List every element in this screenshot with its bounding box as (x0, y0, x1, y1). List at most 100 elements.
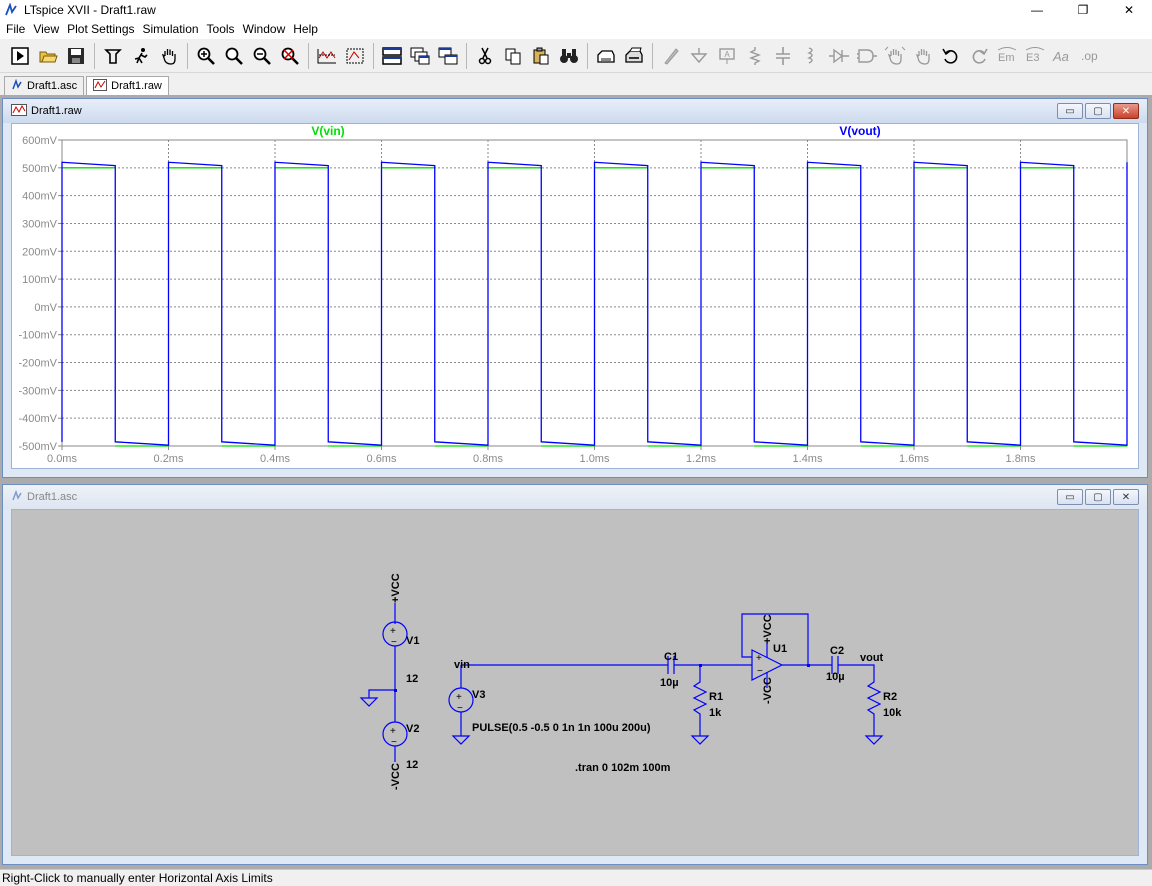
svg-text:E3: E3 (1026, 52, 1039, 64)
toolbar-separator (587, 42, 588, 69)
menu-plot-settings[interactable]: Plot Settings (67, 22, 135, 36)
wire (368, 689, 395, 698)
x-tick-label: 0.0ms (47, 453, 77, 465)
pan-hand-icon[interactable] (156, 43, 182, 69)
y-tick-label: 200mV (22, 246, 58, 258)
capacitor-icon[interactable] (770, 43, 796, 69)
source-minus-sign: − (457, 703, 463, 714)
diode-icon[interactable] (826, 43, 852, 69)
menu-bar: File View Plot Settings Simulation Tools… (0, 20, 1152, 39)
svg-text:.op: .op (1081, 49, 1098, 63)
tab-draft1-raw[interactable]: Draft1.raw (86, 76, 169, 95)
zoom-fit-icon[interactable] (277, 43, 303, 69)
label-u1-vcc: +VCC (762, 614, 774, 644)
spice-directive-icon[interactable]: .op (1078, 43, 1104, 69)
control-panel-icon[interactable] (100, 43, 126, 69)
wire-icon[interactable] (658, 43, 684, 69)
find-icon[interactable] (556, 43, 582, 69)
y-tick-label: 500mV (22, 163, 58, 175)
ltspice-app-icon (4, 3, 18, 17)
schematic-drawing[interactable]: + − + − + − + − +VCC V1 12 V2 12 -VCC vi… (12, 510, 1140, 857)
label-v2-value: 12 (406, 759, 418, 771)
ground-symbol (451, 735, 471, 745)
label-c1-value: 10µ (660, 677, 679, 689)
menu-file[interactable]: File (6, 22, 26, 36)
tab-draft1-asc[interactable]: Draft1.asc (4, 76, 85, 95)
run-icon[interactable] (7, 43, 33, 69)
zoom-out-icon[interactable] (249, 43, 275, 69)
menu-tools[interactable]: Tools (206, 22, 235, 36)
resistor-r1[interactable] (692, 665, 708, 736)
waveform-maximize-button[interactable]: ▢ (1085, 103, 1111, 119)
x-tick-label: 0.4ms (260, 453, 290, 465)
x-tick-label: 0.2ms (154, 453, 184, 465)
mirror-icon[interactable]: E3 (1022, 43, 1048, 69)
waveform-minimize-button[interactable]: ▭ (1057, 103, 1083, 119)
label-v2: V2 (406, 723, 419, 735)
redo-icon[interactable] (966, 43, 992, 69)
label-v3-pulse: PULSE(0.5 -0.5 0 1n 1n 100u 200u) (472, 722, 651, 734)
save-icon[interactable] (63, 43, 89, 69)
junction-dot (807, 664, 810, 667)
opamp-minus-sign: − (757, 666, 763, 677)
run-dc-icon[interactable] (128, 43, 154, 69)
print-icon[interactable] (621, 43, 647, 69)
y-tick-label: -200mV (18, 358, 57, 370)
schematic-minimize-button[interactable]: ▭ (1057, 489, 1083, 505)
spice-directive-tran: .tran 0 102m 100m (575, 762, 671, 774)
text-icon[interactable]: Aa (1050, 43, 1076, 69)
print-setup-icon[interactable] (593, 43, 619, 69)
schematic-maximize-button[interactable]: ▢ (1085, 489, 1111, 505)
menu-simulation[interactable]: Simulation (142, 22, 199, 36)
menu-help[interactable]: Help (293, 22, 318, 36)
close-button[interactable]: ✕ (1123, 3, 1135, 17)
cut-icon[interactable] (472, 43, 498, 69)
x-tick-label: 1.2ms (686, 453, 716, 465)
opamp-plus-sign: + (756, 653, 762, 664)
mark-icon[interactable] (342, 43, 368, 69)
label-r1: R1 (709, 691, 723, 703)
source-minus-sign: − (391, 637, 397, 648)
copy-icon[interactable] (500, 43, 526, 69)
label-r1-value: 1k (709, 707, 722, 719)
schematic-window-titlebar[interactable]: Draft1.asc ▭ ▢ ✕ (3, 485, 1147, 509)
paste-icon[interactable] (528, 43, 554, 69)
y-tick-label: 100mV (22, 274, 58, 286)
x-tick-label: 0.8ms (473, 453, 503, 465)
resistor-icon[interactable] (742, 43, 768, 69)
waveform-close-button[interactable]: ✕ (1113, 103, 1139, 119)
open-icon[interactable] (35, 43, 61, 69)
schematic-canvas[interactable]: + − + − + − + − +VCC V1 12 V2 12 -VCC vi… (11, 509, 1139, 856)
move-icon[interactable] (882, 43, 908, 69)
autorange-icon[interactable] (314, 43, 340, 69)
restore-button[interactable]: ❐ (1077, 3, 1089, 17)
drag-icon[interactable] (910, 43, 936, 69)
rotate-icon[interactable]: Em (994, 43, 1020, 69)
window-title: LTspice XVII - Draft1.raw (24, 3, 156, 17)
x-tick-label: 1.8ms (1006, 453, 1036, 465)
zoom-in-icon[interactable] (193, 43, 219, 69)
waveform-chart[interactable]: 600mV500mV400mV300mV200mV100mV0mV-100mV-… (12, 124, 1140, 470)
minimize-button[interactable]: — (1031, 3, 1043, 17)
schematic-close-button[interactable]: ✕ (1113, 489, 1139, 505)
label-r2-value: 10k (883, 707, 902, 719)
resistor-r2[interactable] (838, 664, 882, 736)
tile-vertical-icon[interactable] (435, 43, 461, 69)
undo-icon[interactable] (938, 43, 964, 69)
zoom-area-icon[interactable] (221, 43, 247, 69)
label-v1-value: 12 (406, 673, 418, 685)
inductor-icon[interactable] (798, 43, 824, 69)
waveform-window-titlebar[interactable]: Draft1.raw ▭ ▢ ✕ (3, 99, 1147, 123)
component-icon[interactable] (854, 43, 880, 69)
tile-horizontal-icon[interactable] (379, 43, 405, 69)
label-icon[interactable]: A (714, 43, 740, 69)
ground-icon[interactable] (686, 43, 712, 69)
menu-view[interactable]: View (33, 22, 60, 36)
menu-window[interactable]: Window (242, 22, 286, 36)
label-r2: R2 (883, 691, 897, 703)
cascade-icon[interactable] (407, 43, 433, 69)
schematic-window[interactable]: Draft1.asc ▭ ▢ ✕ (2, 484, 1148, 865)
